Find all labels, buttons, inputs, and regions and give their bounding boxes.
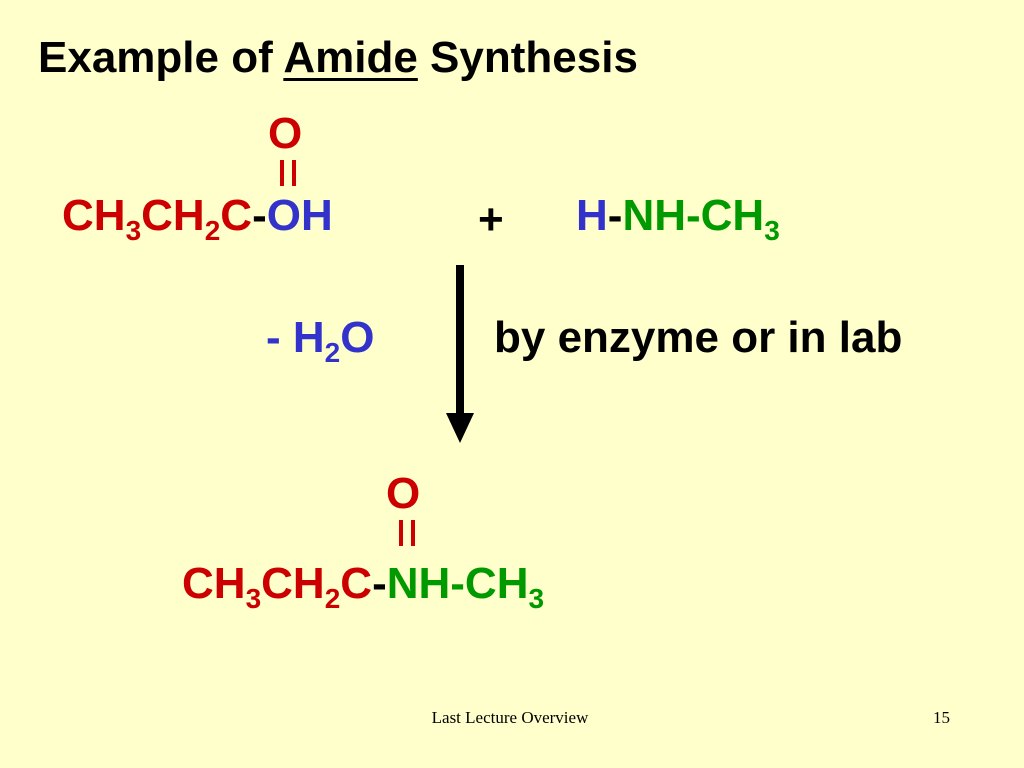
plus-sign: + [478, 195, 504, 244]
water-subscript: 2 [324, 337, 341, 368]
reactant1-bond-dash: - [252, 191, 267, 240]
reaction-arrow-head [446, 413, 474, 443]
reactant1-formula: CH3CH2C-OH [62, 191, 333, 245]
product-methyl-subscript: 3 [528, 583, 545, 614]
title-suffix: Synthesis [417, 33, 638, 82]
footer-title: Last Lecture Overview [431, 708, 589, 727]
reactant2-methylamine: NH-CH [622, 191, 765, 240]
reactant1-ch2-subscript: 2 [204, 215, 221, 246]
reactant1-double-bond-right [292, 160, 296, 186]
slide-title: Example of Amide Synthesis [38, 36, 638, 80]
reactant1-carbonyl-carbon: C [220, 191, 253, 240]
page-number: 15 [933, 708, 950, 727]
reactant2-bond-dash: - [607, 191, 623, 240]
product-carbonyl-oxygen: O [386, 469, 421, 518]
reactant1-carbonyl-oxygen: O [268, 109, 303, 158]
water-suffix: O [340, 313, 375, 362]
reactant2-hydrogen: H [576, 191, 608, 240]
water-loss-label: - H2O [266, 313, 375, 367]
reaction-condition-note: by enzyme or in lab [494, 313, 903, 362]
product-double-bond-left [399, 520, 403, 546]
reactant1-ch2: CH [141, 191, 205, 240]
product-carbonyl-carbon: C [340, 559, 373, 608]
title-keyword: Amide [283, 33, 418, 82]
reactant1-ch3: CH [62, 191, 126, 240]
water-prefix: - H [266, 313, 325, 362]
reactant2-methyl-subscript: 3 [764, 215, 780, 246]
product-ch2-subscript: 2 [324, 583, 341, 614]
reactant1-double-bond-left [280, 160, 284, 186]
reactant1-ch3-subscript: 3 [125, 215, 142, 246]
product-methylamine: NH-CH [386, 559, 529, 608]
reaction-arrow-shaft [456, 265, 464, 415]
product-ch3-subscript: 3 [245, 583, 262, 614]
reactant1-hydroxyl: OH [266, 191, 333, 240]
product-formula: CH3CH2C-NH-CH3 [182, 559, 544, 613]
reactant2-formula: H-NH-CH3 [576, 191, 780, 245]
product-ch3: CH [182, 559, 246, 608]
title-prefix: Example of [38, 33, 284, 82]
product-double-bond-right [411, 520, 415, 546]
product-ch2: CH [261, 559, 325, 608]
product-bond-dash: - [372, 559, 387, 608]
